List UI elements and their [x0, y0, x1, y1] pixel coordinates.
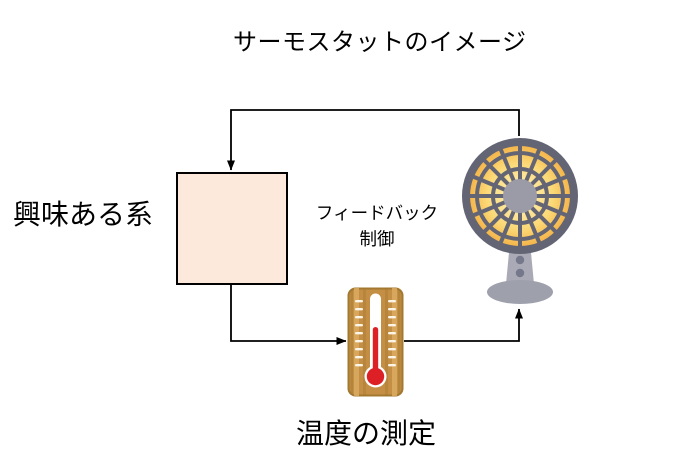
fan-hub	[503, 179, 537, 213]
system-of-interest-box	[176, 172, 288, 285]
arrow-system-to-thermometer	[230, 284, 347, 345]
temperature-measurement-label: 温度の測定	[296, 418, 437, 449]
system-of-interest-label: 興味ある系	[13, 199, 154, 230]
feedback-control-label: フィードバック 制御	[305, 200, 449, 253]
thermometer-bulb	[366, 367, 385, 386]
arrow-thermometer-to-fan	[404, 308, 523, 342]
feedback-arrow-fan-to-system	[227, 109, 520, 171]
fan-base	[487, 280, 553, 304]
diagram-title: サーモスタットのイメージ	[233, 29, 527, 56]
fan-head	[462, 138, 578, 254]
thermometer-scale-ticks	[355, 300, 396, 367]
thermometer-mercury	[372, 327, 379, 373]
fan-icon	[462, 138, 578, 304]
thermometer-icon	[347, 287, 404, 397]
feedback-label-line2: 制御	[359, 229, 395, 250]
feedback-label-line1: フィードバック	[315, 203, 439, 223]
